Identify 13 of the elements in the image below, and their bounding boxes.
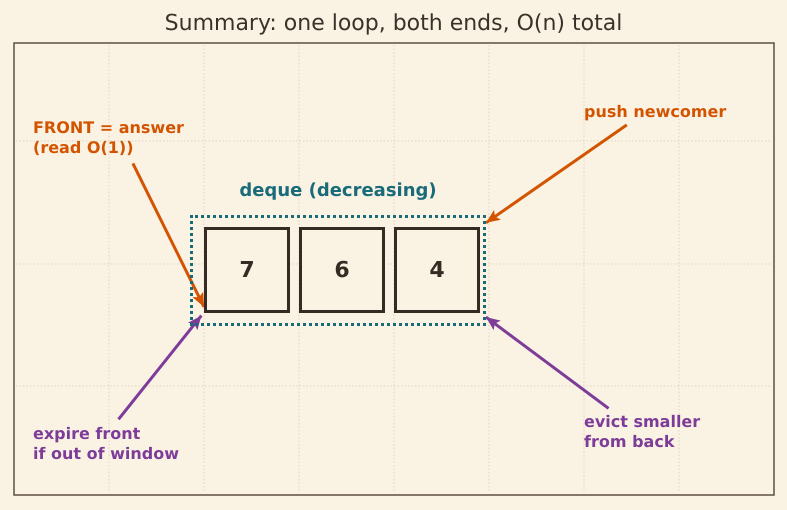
value-box: 4: [394, 227, 480, 313]
arrow: [485, 316, 610, 410]
arrow: [117, 314, 203, 420]
value-box: 7: [204, 227, 290, 313]
callout-text: expire front if out of window: [33, 424, 180, 464]
container-heading: deque (decreasing): [238, 180, 438, 202]
arrow: [485, 124, 628, 224]
diagram-title: Summary: one loop, both ends, O(n) total: [164, 11, 624, 37]
callout-text: push newcomer: [584, 102, 726, 122]
callout-text: evict smaller from back: [584, 412, 724, 452]
callout-text: FRONT = answer (read O(1)): [33, 118, 213, 158]
arrow: [132, 162, 206, 308]
value-box: 6: [299, 227, 385, 313]
